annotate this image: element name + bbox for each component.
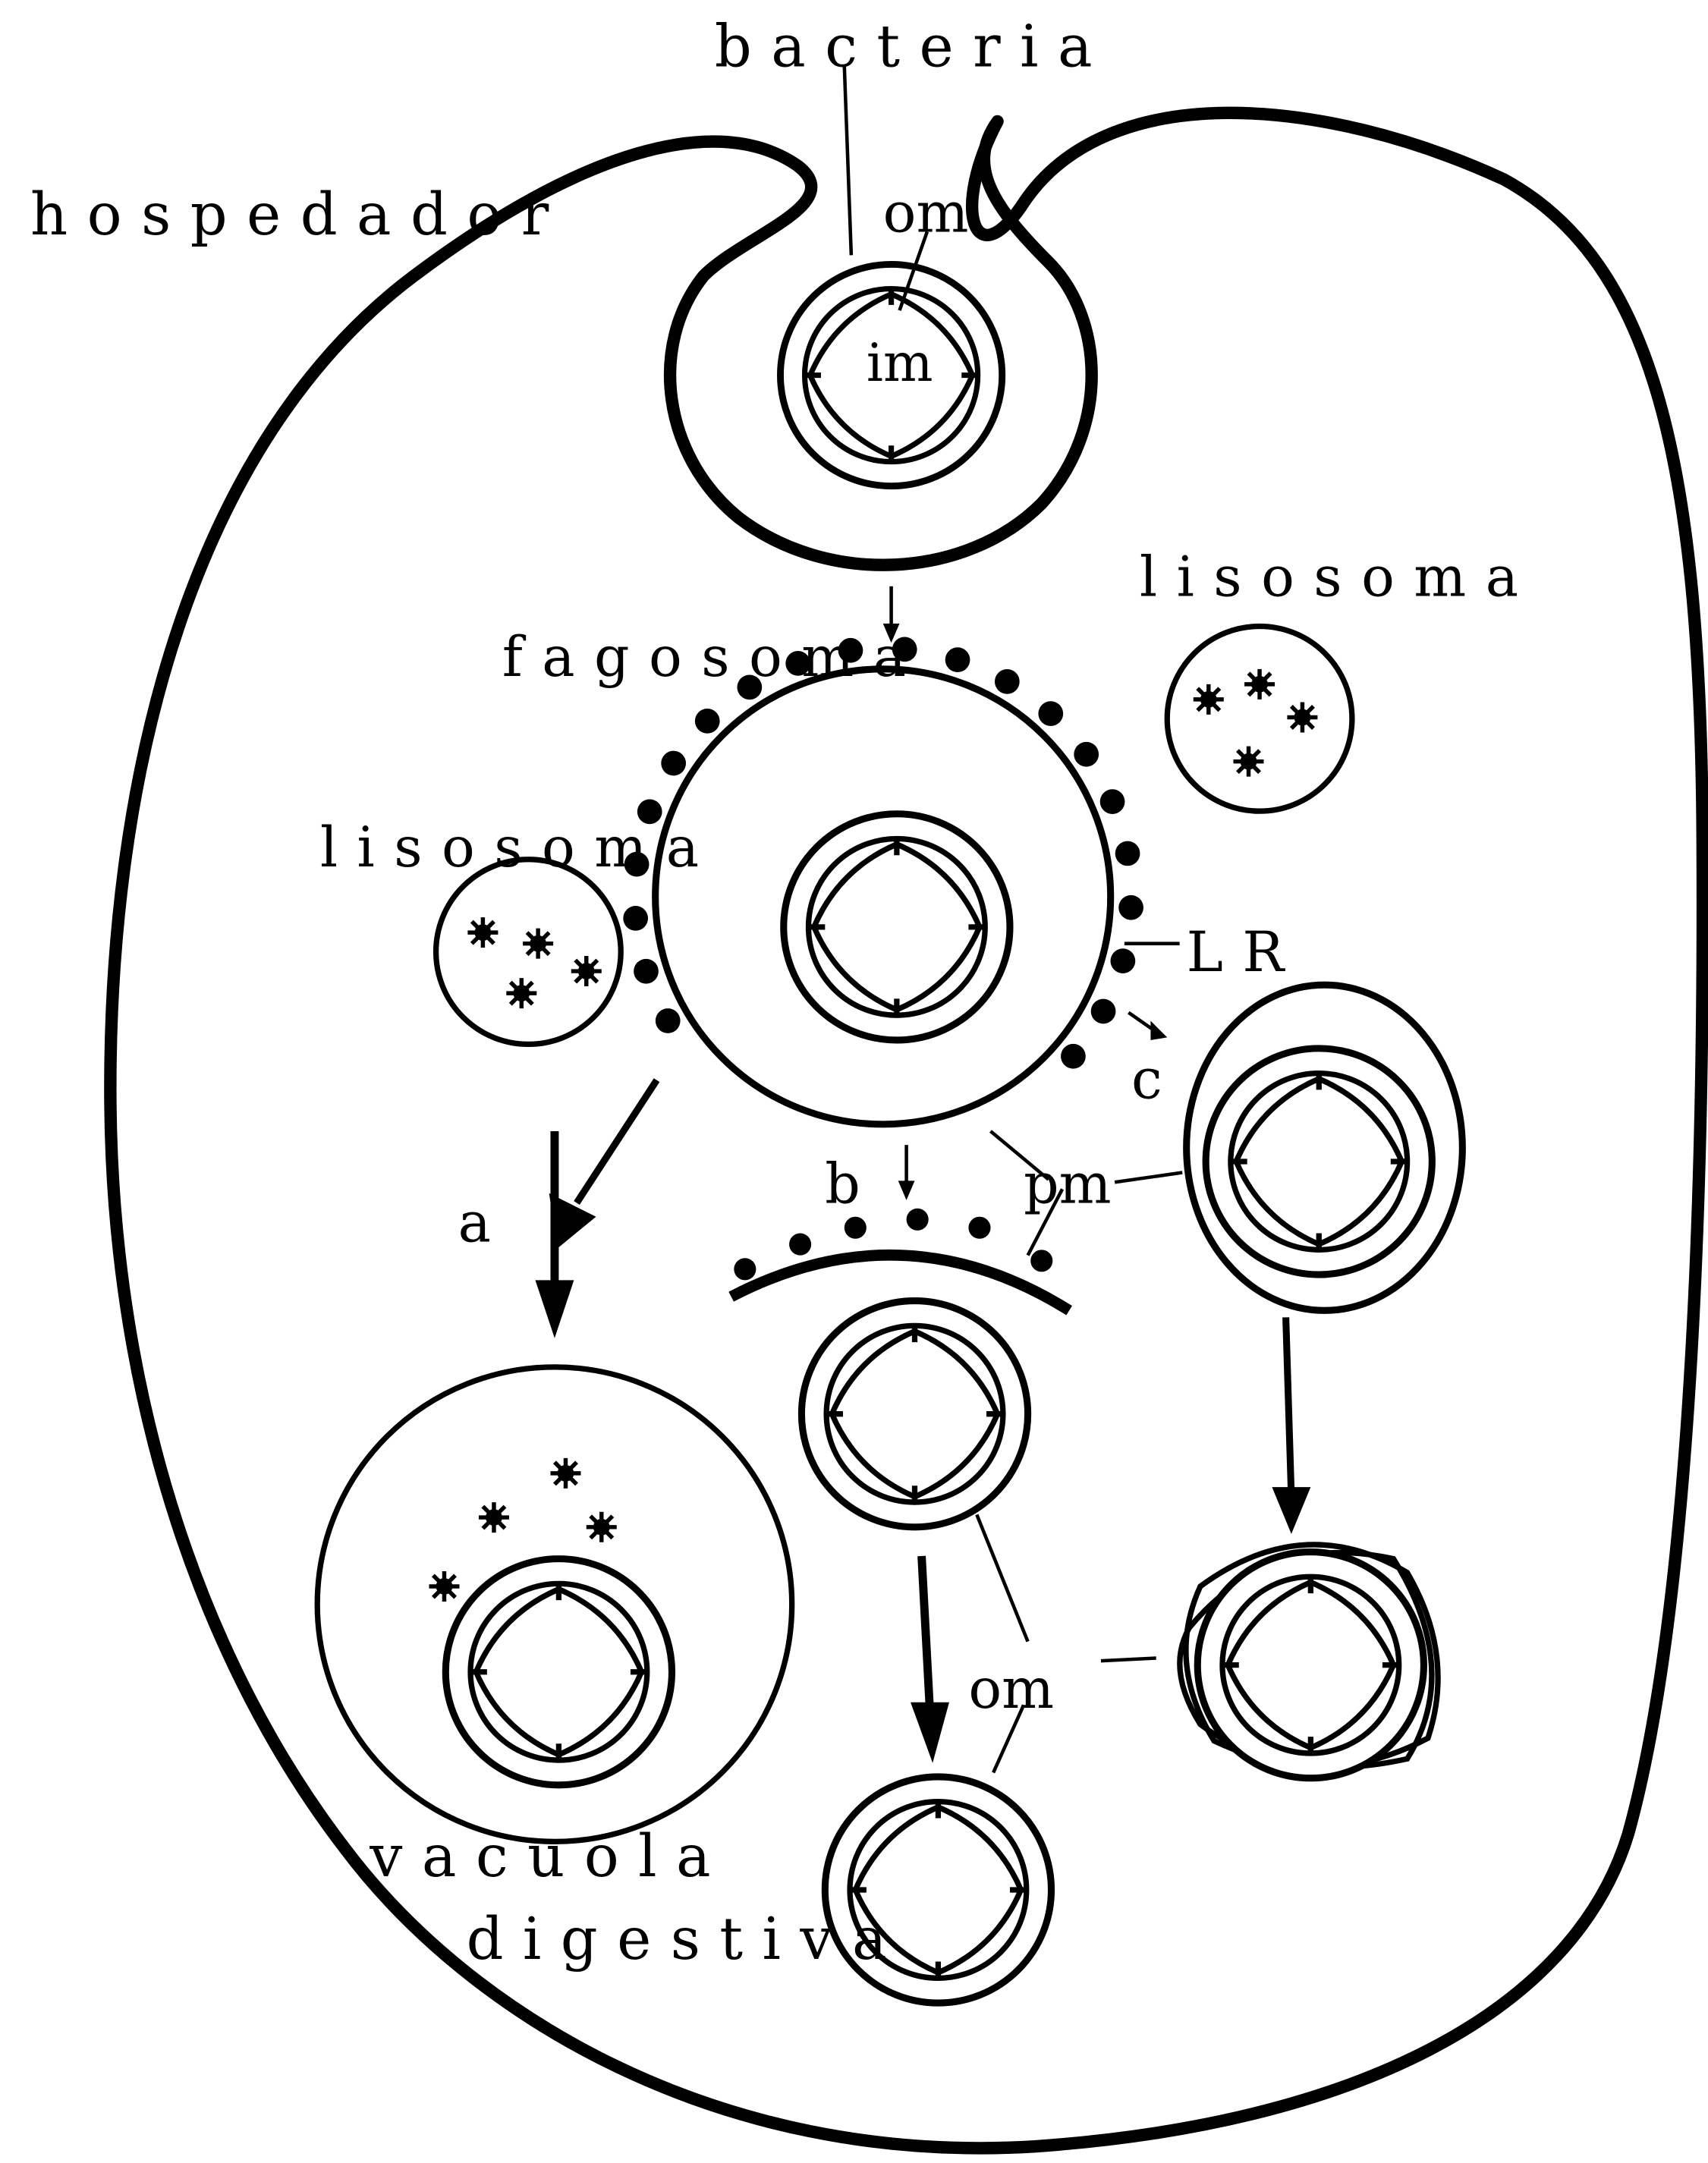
ribosome-dot bbox=[1111, 948, 1136, 973]
label-digestiva: digestiva bbox=[467, 1906, 906, 1973]
ribosome-dot bbox=[623, 906, 648, 931]
bacterium-in-phagosome bbox=[784, 814, 1010, 1040]
pathway-c bbox=[1128, 985, 1462, 1778]
label-c: c bbox=[1131, 1047, 1162, 1111]
label-im-top: im bbox=[867, 333, 933, 394]
label-lr: LR bbox=[1187, 920, 1304, 985]
ribosome-dot bbox=[1074, 742, 1099, 767]
ribosome-dot bbox=[634, 959, 659, 984]
ribosome-dot bbox=[1038, 701, 1063, 726]
phagosome bbox=[623, 637, 1143, 1124]
label-a: a bbox=[458, 1190, 491, 1255]
ribosome-dot bbox=[656, 1008, 681, 1033]
label-vacuola: vacuola bbox=[369, 1823, 730, 1891]
label-bacteria: bacteria bbox=[715, 13, 1112, 80]
lysosome-right bbox=[1167, 626, 1352, 811]
lysosome-left bbox=[436, 860, 621, 1045]
pathway-a-arrows bbox=[535, 1080, 656, 1338]
ribosome-dot bbox=[1061, 1044, 1086, 1069]
ribosome-dot bbox=[1100, 789, 1125, 814]
released-bacterium bbox=[801, 1301, 1027, 1527]
label-om-bottom: om bbox=[968, 1657, 1054, 1721]
ribosome-dot bbox=[995, 669, 1020, 694]
label-lisosoma-left: lisosoma bbox=[320, 816, 719, 880]
label-pm: pm bbox=[1024, 1152, 1112, 1217]
label-fagosoma: fagosoma bbox=[502, 625, 926, 690]
label-b: b bbox=[825, 1152, 860, 1217]
wrapped-bacterium bbox=[1180, 1545, 1438, 1778]
ribosome-dot bbox=[661, 751, 686, 776]
ribosome-dot bbox=[945, 647, 970, 672]
label-om-top: om bbox=[883, 181, 969, 245]
digestive-vacuole bbox=[317, 1367, 791, 1841]
label-lisosoma-right: lisosoma bbox=[1140, 545, 1538, 609]
ribosome-dot bbox=[1091, 999, 1116, 1024]
label-hospedador: hospedador bbox=[30, 181, 568, 249]
ribosome-dot bbox=[695, 709, 720, 734]
ribosome-dot bbox=[1118, 895, 1143, 920]
ribosome-dot bbox=[1115, 841, 1140, 866]
